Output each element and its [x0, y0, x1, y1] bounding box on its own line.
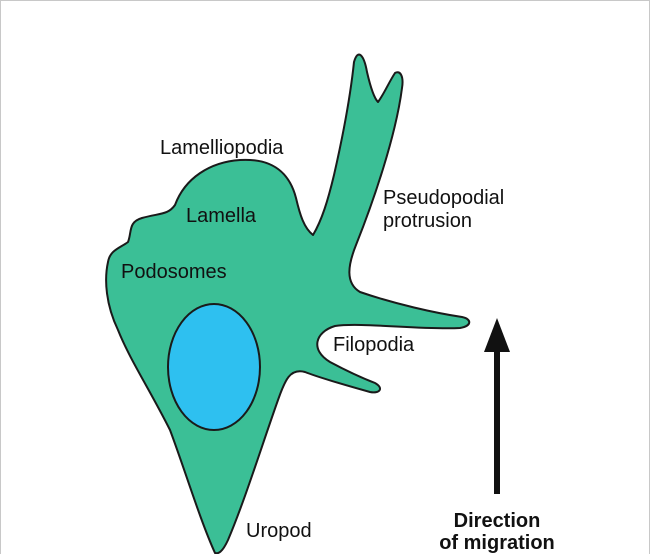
label-direction-line1: Direction: [430, 510, 564, 532]
label-lamella: Lamella: [186, 205, 256, 227]
label-lamelliopodia: Lamelliopodia: [160, 137, 283, 159]
label-filopodia: Filopodia: [333, 334, 414, 356]
label-podosomes: Podosomes: [121, 261, 227, 283]
label-pseudopodial-line2: protrusion: [383, 210, 472, 232]
cell-body: [106, 55, 469, 554]
nucleus: [168, 304, 260, 430]
label-uropod: Uropod: [246, 520, 312, 542]
label-direction-line2: of migration: [430, 532, 564, 554]
direction-arrow-head: [484, 318, 510, 352]
label-pseudopodial-line1: Pseudopodial: [383, 187, 504, 209]
